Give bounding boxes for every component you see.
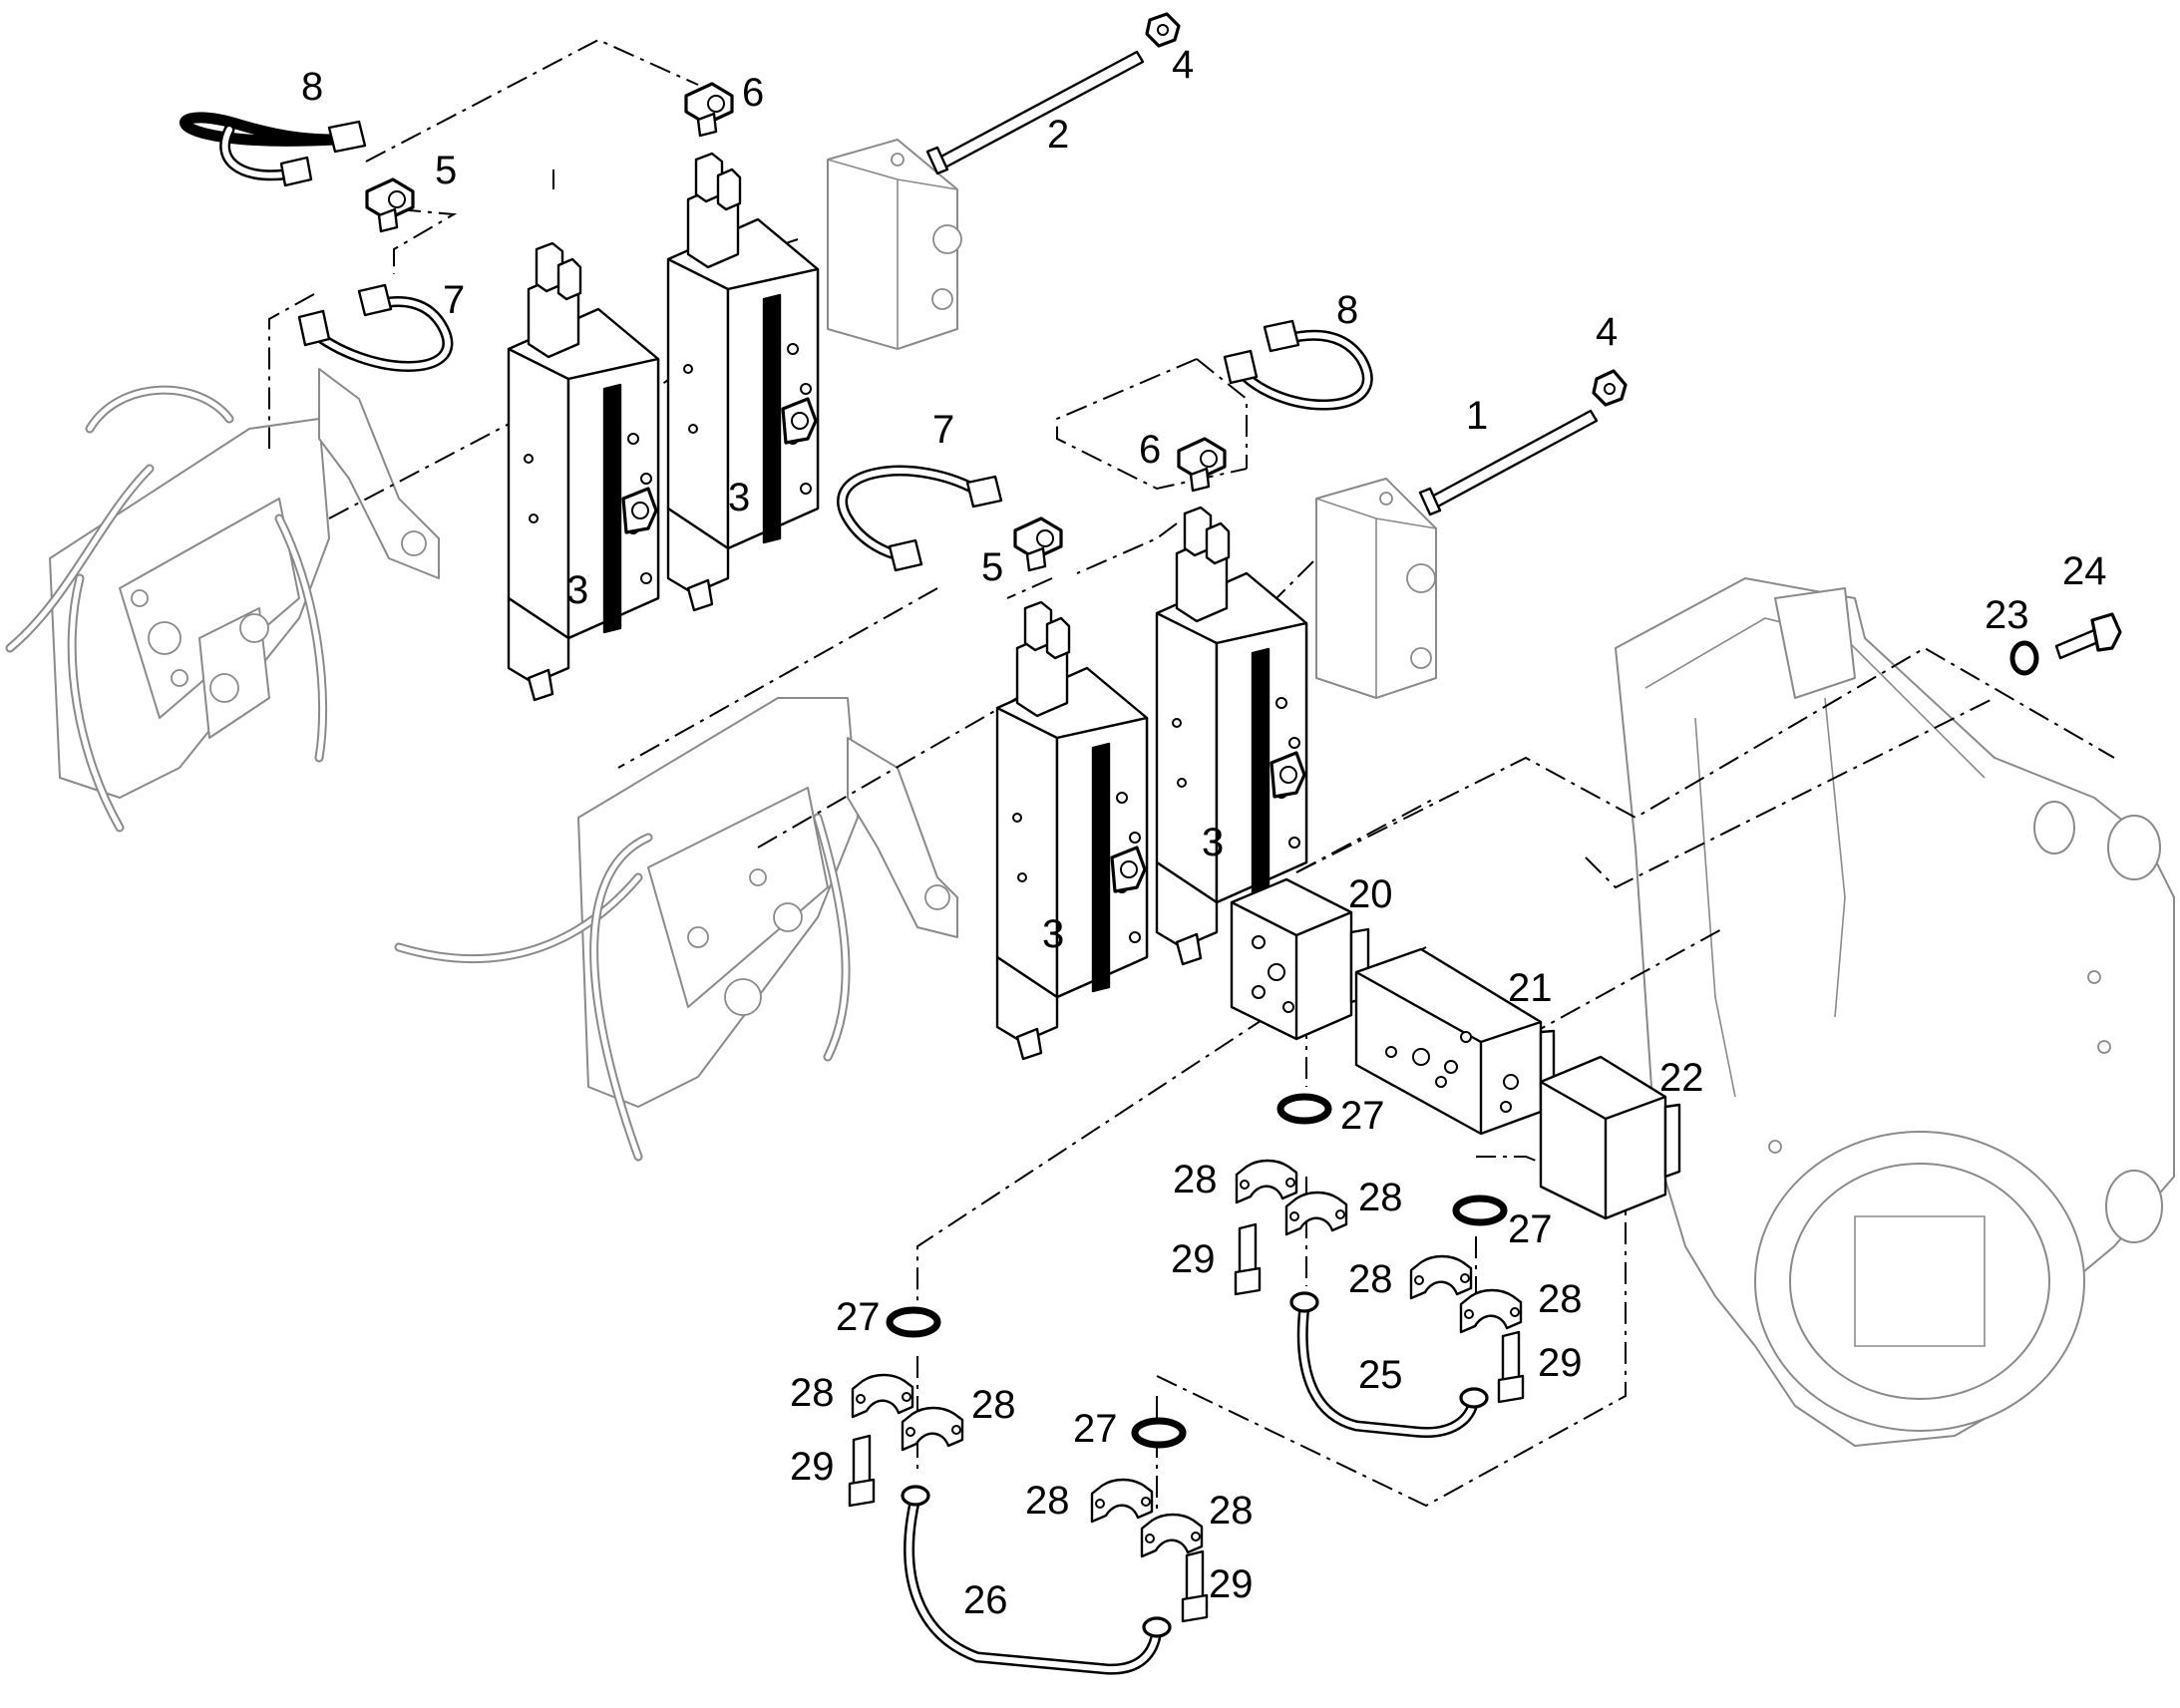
callout-28: 28 [1173,1158,1218,1201]
nut-4-lower [1592,369,1628,407]
callout-23: 23 [1985,593,2029,637]
clamp-half-28-d [1459,1288,1523,1334]
callout-3: 3 [1042,912,1064,956]
bolt-29-c [848,1434,876,1508]
callout-8: 8 [301,65,323,109]
bolt-29-b [1497,1330,1525,1404]
clamp-half-28-e [851,1373,914,1419]
manifold-block-21 [1354,947,1556,1136]
transmission-frame [1615,577,2175,1447]
cover-block-20 [1230,877,1370,1041]
callout-6: 6 [1139,428,1161,472]
callout-28: 28 [1538,1277,1583,1321]
cover-block-22 [1539,1055,1681,1220]
callout-3: 3 [1202,821,1224,864]
callout-28: 28 [790,1371,835,1415]
elbow-fitting-6-lower [1177,437,1227,493]
o-ring-27-c [890,1310,937,1334]
callout-29: 29 [1171,1237,1216,1281]
callout-27: 27 [1340,1094,1385,1138]
manifold-block-lower [1315,478,1437,699]
bolt-29-d [1181,1549,1209,1623]
o-ring-27-d [1135,1421,1183,1445]
callout-27: 27 [1073,1407,1118,1451]
bolt-24 [2054,612,2122,660]
callout-28: 28 [1025,1479,1070,1523]
control-valve-assembly-left [5,368,440,833]
callout-4: 4 [1172,43,1194,87]
clamp-half-28-f [901,1406,964,1452]
clamp-half-28-b [1284,1191,1348,1236]
callout-28: 28 [1358,1176,1403,1219]
o-ring-27-a [1280,1097,1328,1121]
callout-28: 28 [971,1383,1016,1427]
callout-29: 29 [1209,1562,1254,1606]
callout-2: 2 [1047,113,1069,157]
callout-28: 28 [1209,1489,1254,1533]
callout-28: 28 [1348,1257,1393,1301]
callout-1: 1 [1466,394,1488,438]
bolt-29-a [1234,1222,1262,1296]
callout-21: 21 [1508,966,1553,1010]
callout-6: 6 [742,71,764,115]
tube-25 [1289,1291,1489,1438]
nut-4-upper [1145,12,1181,48]
hose-8-upper [180,112,367,187]
callout-27: 27 [836,1295,881,1339]
clamp-half-28-g [1090,1478,1154,1524]
tie-rod-1 [1418,409,1599,516]
clamp-half-28-c [1409,1254,1473,1300]
callout-3: 3 [566,568,588,612]
tee-fitting-5-upper [365,177,415,233]
hose-7-lower [837,465,1003,572]
solenoid-valve-3-lower-left [995,600,1149,1061]
hose-8-lower [1223,319,1373,411]
callout-labels: 1 2 3 3 3 3 4 4 5 5 6 6 7 7 8 8 20 21 22… [301,43,2107,1622]
clamp-half-28-a [1235,1159,1298,1204]
callout-7: 7 [932,408,954,452]
tee-fitting-5-lower [1013,516,1063,572]
solenoid-valve-3-upper-left [507,241,660,702]
callout-20: 20 [1348,872,1393,916]
callout-24: 24 [2062,549,2107,593]
tie-rod-2 [925,50,1145,175]
callout-27: 27 [1508,1207,1553,1251]
callout-4: 4 [1596,310,1618,354]
solenoid-valve-3-upper-right [666,152,820,612]
callout-8: 8 [1336,288,1358,332]
callout-26: 26 [963,1578,1008,1622]
callout-3: 3 [728,476,750,519]
o-ring-27-b [1456,1198,1504,1222]
control-valve-assembly-middle [394,697,958,1162]
manifold-block-upper [827,139,962,350]
hose-7-upper [297,283,454,372]
callout-29: 29 [1538,1341,1583,1385]
tube-26 [901,1485,1172,1675]
callout-5: 5 [981,545,1003,589]
callout-22: 22 [1659,1056,1704,1100]
callout-5: 5 [435,149,457,192]
callout-29: 29 [790,1445,835,1489]
washer-23 [2009,640,2039,676]
callout-7: 7 [443,278,465,322]
clamp-half-28-h [1140,1513,1204,1558]
elbow-fitting-6-upper [684,82,734,138]
callout-25: 25 [1358,1353,1403,1397]
